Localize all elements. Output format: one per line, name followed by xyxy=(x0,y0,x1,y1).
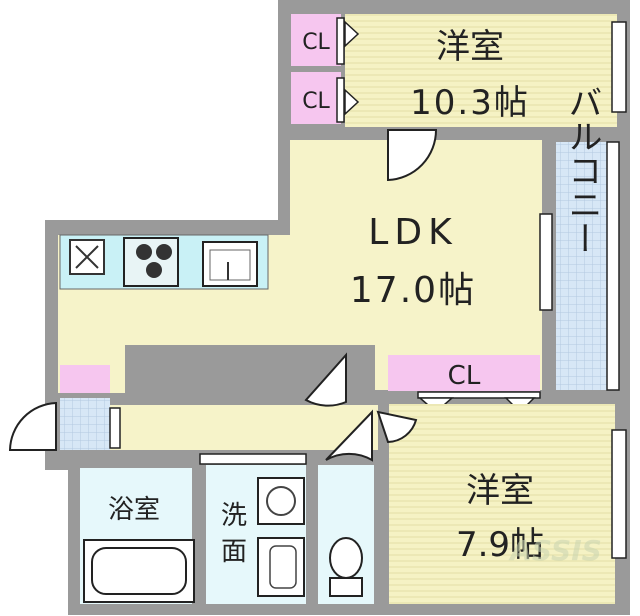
sink-icon xyxy=(202,241,258,287)
closet-middle-label: CL xyxy=(448,361,481,391)
bathtub-icon xyxy=(83,539,195,603)
range-hood-icon xyxy=(69,239,105,275)
western-room-bottom xyxy=(389,404,615,604)
western-room-bottom-size: 7.9帖 xyxy=(456,525,544,565)
entrance-closet xyxy=(60,365,110,393)
washroom-label-line1: 洗 xyxy=(221,501,247,531)
western-room-top xyxy=(345,14,617,127)
closet-top-2-label: CL xyxy=(302,89,330,114)
entrance-shoe-box xyxy=(109,407,121,449)
ldk-room xyxy=(58,140,542,393)
western-room-bottom-name: 洋室 xyxy=(466,471,534,511)
top-room-window xyxy=(611,21,627,113)
closet-top-doors xyxy=(336,17,360,123)
washroom-shelf xyxy=(199,453,307,465)
ldk-name: LDK xyxy=(368,212,457,253)
closet-top-1 xyxy=(291,14,341,66)
entrance-door-icon xyxy=(8,401,57,451)
toilet-icon xyxy=(329,537,363,597)
wash-basin-icon xyxy=(257,537,305,597)
bottom-room-window xyxy=(611,429,627,559)
watermark-logo: ASSIS xyxy=(508,534,602,567)
stove-icon xyxy=(123,237,179,287)
closet-top-2 xyxy=(291,72,341,124)
interior-doors xyxy=(304,129,438,462)
entrance-tiles xyxy=(60,398,110,450)
balcony-label: バルコニー xyxy=(562,85,602,255)
bathroom-label: 浴室 xyxy=(108,495,160,525)
closet-middle xyxy=(388,355,540,391)
hallway xyxy=(110,405,378,450)
ldk-window xyxy=(539,213,553,311)
balcony-window xyxy=(606,141,620,391)
washing-machine-icon xyxy=(257,477,305,525)
ldk-size: 17.0帖 xyxy=(350,270,476,311)
western-room-top-name: 洋室 xyxy=(436,27,504,67)
western-room-top-size: 10.3帖 xyxy=(410,83,530,123)
balcony xyxy=(556,142,608,390)
washroom-label-line2: 面 xyxy=(221,537,247,567)
closet-top-1-label: CL xyxy=(302,30,330,55)
